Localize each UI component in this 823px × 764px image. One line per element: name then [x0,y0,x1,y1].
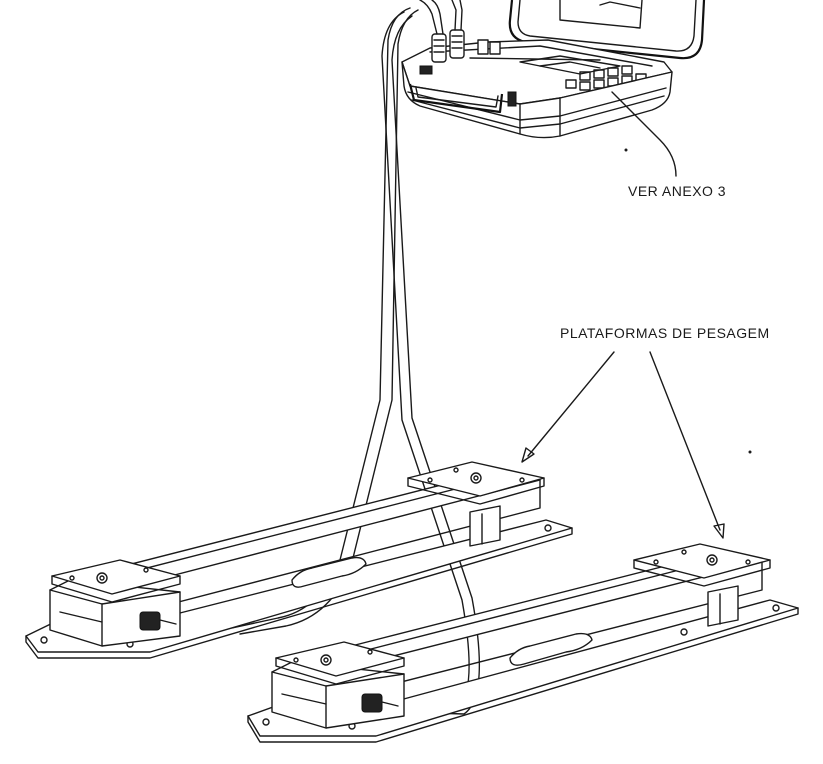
cable-connector-left [139,611,177,631]
weighing-platform-left [25,461,573,659]
stray-dot [748,450,752,454]
plataformas-label: PLATAFORMAS DE PESAGEM [560,325,770,341]
weighing-platform-right [247,543,799,743]
ver-anexo-label: VER ANEXO 3 [628,183,726,199]
indicator-case [401,0,706,139]
stray-dot [624,148,628,152]
callout-ver-anexo: VER ANEXO 3 [611,91,726,199]
cable-connector-right [361,693,399,713]
callout-plataformas: PLATAFORMAS DE PESAGEM [521,325,770,539]
cable-connectors [419,29,517,107]
